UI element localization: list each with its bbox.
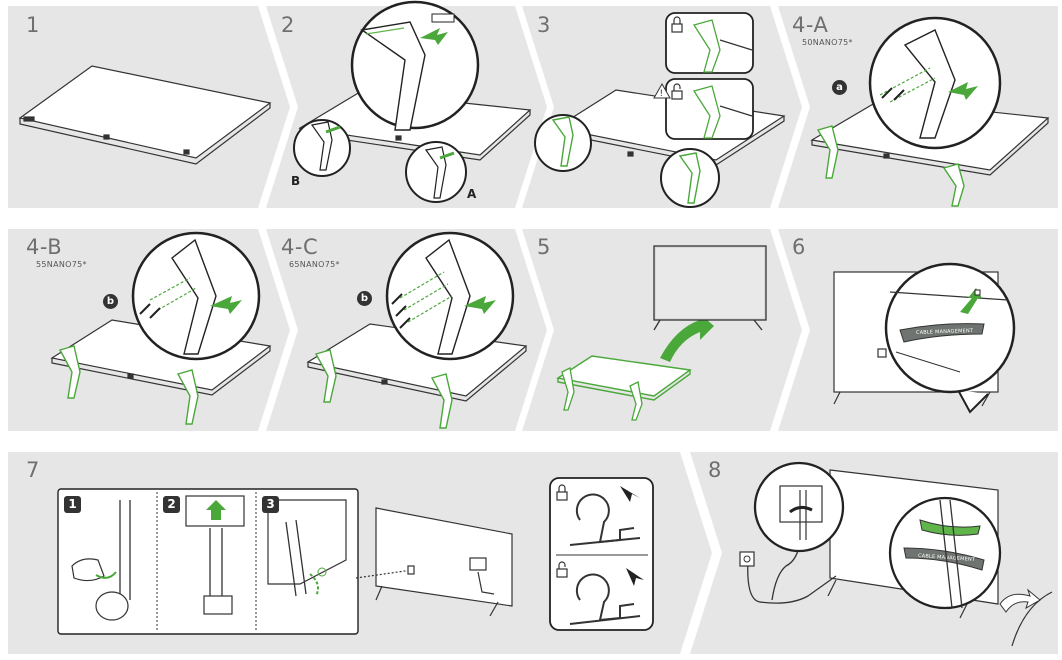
callout-label-b: B <box>291 174 301 188</box>
step-number-2: 2 <box>281 13 295 37</box>
model-number-4c: 65NANO75* <box>289 260 340 269</box>
step7-lock-icon <box>556 484 568 501</box>
step2-callout-b <box>293 119 351 177</box>
curved-arrow-icon <box>660 312 714 362</box>
step7-tv-back <box>355 507 513 617</box>
step-number-8: 8 <box>708 458 722 482</box>
step4b-stands <box>58 345 199 425</box>
step4c-zoom-circle <box>385 231 515 361</box>
substep-badge-1: 1 <box>64 496 81 513</box>
step-number-5: 5 <box>537 235 551 259</box>
substep-badge-3: 3 <box>262 496 279 513</box>
screw-badge-b-65: b <box>357 291 372 306</box>
step7-clip-box <box>549 477 654 631</box>
step2-zoom-circle <box>350 0 480 131</box>
screw-icon <box>881 87 905 101</box>
step-number-6: 6 <box>792 235 806 259</box>
step7-substeps-box <box>57 488 359 635</box>
svg-text:!: ! <box>660 89 664 99</box>
tv-face-down <box>18 65 272 165</box>
step8-zoom-circle-left <box>753 461 845 553</box>
step6-cable-label: CABLE MANAGEMENT <box>916 328 974 336</box>
step-number-7: 7 <box>26 458 40 482</box>
step4a-zoom-circle <box>868 16 1002 150</box>
page-turn-icon <box>999 588 1053 650</box>
step3-callout-right <box>660 148 720 208</box>
step4a-stand-left <box>816 125 839 179</box>
unlock-icon <box>671 83 683 100</box>
callout-label-a: A <box>467 187 477 201</box>
substep-badge-2: 2 <box>163 496 180 513</box>
step-number-4a: 4-A <box>792 13 829 37</box>
screw-badge-a: a <box>832 80 847 95</box>
step4c-stands <box>314 349 453 429</box>
model-number-4a: 50NANO75* <box>802 38 853 47</box>
step4b-screw-icon <box>139 303 161 319</box>
step-number-4b: 4-B <box>26 235 63 259</box>
step4a-stand-right <box>942 163 965 207</box>
step5-tv-lying <box>556 355 692 401</box>
step8-zoom-circle-right: CABLE MANAGEMENT <box>888 496 1002 610</box>
warning-icon: ! <box>653 82 671 99</box>
power-outlet-icon <box>739 551 755 567</box>
step5-tv-standing <box>653 245 767 331</box>
step3-unlock-box <box>665 78 754 140</box>
step7-unlock-icon <box>556 561 568 578</box>
model-number-4b: 55NANO75* <box>36 260 87 269</box>
step5-stands-lying <box>561 367 643 421</box>
step4b-zoom-circle <box>131 231 261 361</box>
screw-badge-b-55: b <box>103 294 118 309</box>
step-number-3: 3 <box>537 13 551 37</box>
step-number-4c: 4-C <box>281 235 319 259</box>
step3-callout-left <box>534 114 592 172</box>
step4c-screw-icon <box>391 293 411 329</box>
lock-icon <box>671 16 683 33</box>
step-number-1: 1 <box>26 13 40 37</box>
step3-lock-box <box>665 12 754 74</box>
step6-zoom-circle: CABLE MANAGEMENT <box>884 262 1016 414</box>
step2-callout-a <box>405 141 467 203</box>
